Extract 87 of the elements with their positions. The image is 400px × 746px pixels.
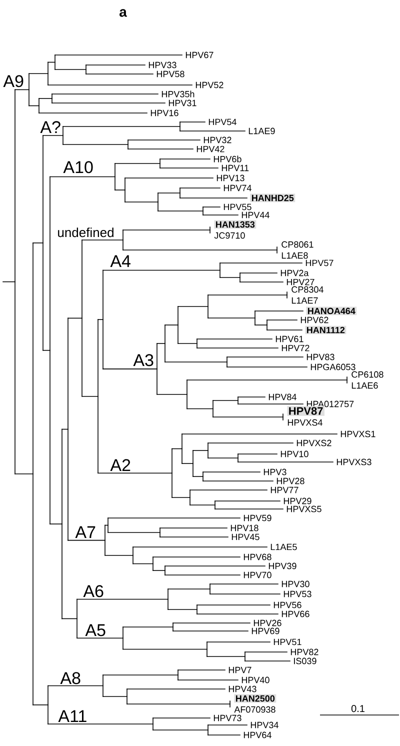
highlighted-taxon-label: HANOA464	[306, 306, 357, 316]
taxon-label: HPVXS5	[286, 506, 322, 512]
taxon-label: HPV44	[242, 212, 270, 218]
panel-letter: a	[120, 9, 127, 17]
clade-label: A8	[60, 672, 80, 684]
taxon-label: L1AE6	[352, 382, 378, 389]
taxon-label: HPV77	[270, 486, 298, 494]
scale-label: 0.1	[351, 705, 364, 712]
clade-label: A3	[133, 354, 154, 366]
taxon-label: CP8061	[282, 241, 314, 248]
taxon-label: HPV35h	[162, 90, 194, 98]
taxon-label: HPV83	[306, 354, 334, 360]
taxon-label: HPV59	[244, 514, 272, 522]
taxon-label: L1AE5	[270, 544, 297, 550]
clade-label: A10	[63, 161, 93, 174]
taxon-label: HPV42	[196, 146, 224, 152]
highlighted-taxon-label: HANHD25	[250, 194, 296, 202]
taxon-label: L1AE9	[248, 128, 275, 134]
clade-label: A6	[83, 585, 104, 598]
taxon-label: HPV10	[280, 450, 308, 458]
taxon-label: HPV34	[250, 722, 278, 728]
taxon-label: HPV72	[282, 344, 310, 352]
clade-label: A2	[110, 459, 130, 471]
taxon-label: HPV39	[268, 562, 296, 570]
taxon-label: JC9710	[214, 232, 245, 239]
taxon-label: HPVXS4	[288, 419, 322, 426]
clade-label: A11	[58, 710, 86, 722]
taxon-label: HPV26	[254, 620, 282, 626]
taxon-label: HPV30	[282, 580, 310, 588]
taxon-label: AF070938	[234, 706, 276, 713]
taxon-label: HPV55	[224, 204, 252, 210]
taxon-label: CP8304	[292, 286, 324, 293]
taxon-label: HPV56	[274, 602, 302, 608]
taxon-label: HPV7	[228, 666, 252, 674]
taxon-label: L1AE8	[282, 252, 308, 259]
taxon-label: HPVXS3	[336, 458, 372, 466]
taxon-label: HPA012757	[306, 400, 354, 408]
taxon-label: HPV74	[224, 184, 252, 192]
taxon-label: HPV53	[284, 590, 312, 598]
taxon-label: HPV11	[222, 164, 249, 172]
taxon-label: HPV27	[286, 278, 314, 286]
taxon-label: HPV82	[290, 648, 318, 656]
taxon-label: CP6108	[352, 371, 384, 378]
taxon-label: HPVXS2	[296, 440, 332, 446]
taxon-label: HPV31	[168, 100, 196, 106]
taxon-label: HPV29	[284, 498, 312, 504]
clade-label: A7	[75, 526, 96, 538]
taxon-label: HPV68	[244, 554, 272, 560]
clade-label: A?	[40, 121, 60, 133]
taxon-label: IS039	[294, 658, 316, 664]
taxon-label: HPV51	[274, 638, 302, 646]
highlighted-taxon-label: HPV87	[287, 406, 324, 416]
highlighted-taxon-label: HAN2500	[234, 694, 276, 703]
clade-label: A4	[110, 255, 130, 267]
taxon-label: HPV6b	[214, 156, 242, 162]
taxon-label: HPV84	[268, 394, 296, 400]
taxon-label: HPV57	[306, 260, 334, 266]
taxon-label: HPV73	[214, 714, 242, 722]
taxon-label: HPV52	[196, 82, 224, 88]
taxon-label: HPV62	[300, 316, 328, 324]
taxon-label: HPV13	[216, 174, 244, 182]
taxon-label: HPV2a	[280, 270, 309, 276]
taxon-label: HPV70	[244, 572, 272, 578]
taxon-label: HPV61	[276, 336, 304, 342]
clade-label: A5	[85, 624, 106, 636]
taxon-label: HPVXS1	[340, 430, 376, 438]
taxon-label: HPGA6053	[310, 364, 356, 370]
taxon-label: HPV18	[230, 524, 258, 532]
taxon-label: HPV58	[156, 70, 184, 78]
taxon-label: HPV54	[208, 118, 236, 126]
highlighted-taxon-label: HAN1353	[214, 220, 256, 229]
taxon-label: HPV3	[264, 468, 286, 476]
taxon-label: HPV69	[252, 628, 280, 634]
highlighted-taxon-label: HAN1112	[305, 326, 346, 334]
taxon-label: HPV33	[148, 62, 176, 68]
taxon-label: HPV67	[186, 52, 214, 58]
taxon-label: HPV43	[228, 686, 256, 692]
taxon-label: HPV45	[232, 534, 260, 540]
taxon-label: HPV28	[276, 478, 304, 484]
clade-label: A9	[3, 75, 24, 88]
taxon-label: HPV66	[282, 610, 310, 618]
taxon-label: L1AE7	[292, 297, 318, 304]
taxon-label: HPV16	[150, 110, 178, 116]
taxon-label: HPV32	[204, 136, 232, 144]
taxon-label: HPV64	[244, 732, 272, 738]
taxon-label: HPV40	[242, 676, 270, 684]
clade-label: undefined	[58, 228, 114, 238]
